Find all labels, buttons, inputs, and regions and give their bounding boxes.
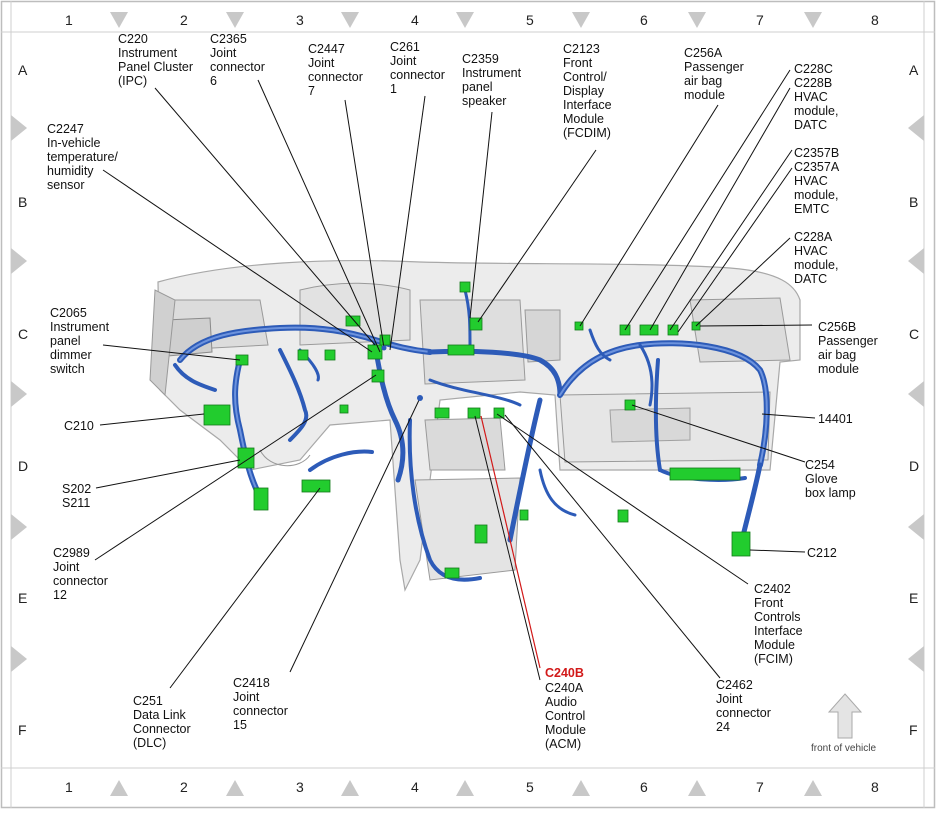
label-c261: C261 Joint connector 1 [390,40,445,96]
col-number-bottom: 2 [180,779,188,795]
label-c228c: C228C C228B HVAC module, DATC [794,62,839,132]
label-c256b: C256B Passenger air bag module [818,320,878,376]
col-number-top: 3 [296,12,304,28]
row-letter-left: A [18,62,28,78]
col-number-bottom: 7 [756,779,764,795]
label-c254: C254 Glove box lamp [805,458,856,500]
row-letter-right: D [909,458,920,474]
row-letter-right: C [909,326,920,342]
col-number-top: 7 [756,12,764,28]
label-c2359: C2359 Instrument panel speaker [462,52,522,108]
label-c2989: C2989 Joint connector 12 [53,546,108,602]
label-c2447: C2447 Joint connector 7 [308,42,363,98]
col-number-top: 2 [180,12,188,28]
col-number-top: 5 [526,12,534,28]
col-number-bottom: 5 [526,779,534,795]
row-letter-left: F [18,722,27,738]
label-s202-s211: S202 S211 [62,482,92,510]
row-letter-right: E [909,590,919,606]
label-c251: C251 Data Link Connector (DLC) [133,694,191,750]
col-number-bottom: 8 [871,779,879,795]
label-c240a: C240A Audio Control Module (ACM) [545,681,586,751]
label-c2418: C2418 Joint connector 15 [233,676,288,732]
label-c228a: C228A HVAC module, DATC [794,230,839,286]
col-number-top: 8 [871,12,879,28]
label-c212: C212 [807,546,837,560]
col-number-bottom: 1 [65,779,73,795]
label-14401: 14401 [818,412,853,426]
front-arrow-icon [827,693,863,739]
row-letter-right: B [909,194,919,210]
row-letter-left: D [18,458,29,474]
label-c2065: C2065 Instrument panel dimmer switch [50,306,110,376]
label-c2247: C2247 In-vehicle temperature/ humidity s… [47,122,118,192]
label-c240b: C240B [545,666,584,680]
col-number-bottom: 4 [411,779,419,795]
col-number-top: 4 [411,12,419,28]
col-number-top: 1 [65,12,73,28]
row-letter-left: B [18,194,28,210]
label-c210: C210 [64,419,94,433]
label-c256a: C256A Passenger air bag module [684,46,744,102]
row-letter-left: E [18,590,28,606]
col-number-bottom: 3 [296,779,304,795]
col-number-bottom: 6 [640,779,648,795]
row-letter-left: C [18,326,29,342]
label-c2357b: C2357B C2357A HVAC module, EMTC [794,146,840,216]
row-letter-right: A [909,62,919,78]
col-number-top: 6 [640,12,648,28]
label-c2402: C2402 Front Controls Interface Module (F… [754,582,803,666]
label-c2462: C2462 Joint connector 24 [716,678,771,734]
row-letter-right: F [909,722,918,738]
front-of-vehicle-label: front of vehicle [811,743,877,754]
label-c2365: C2365 Joint connector 6 [210,32,265,88]
label-c220: C220 Instrument Panel Cluster (IPC) [118,32,194,88]
label-c2123: C2123 Front Control/ Display Interface M… [563,42,612,140]
